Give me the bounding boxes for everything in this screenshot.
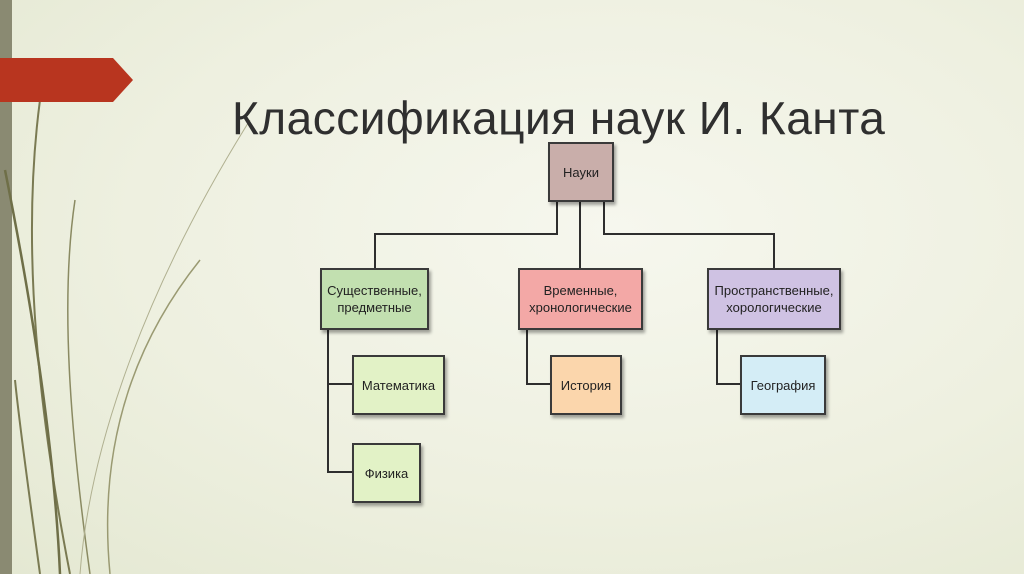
slide-title: Классификация наук И. Канта	[232, 91, 886, 144]
leaf-node-label: География	[750, 377, 816, 393]
root-node-label: Науки	[563, 164, 599, 180]
category-node-label: Пространственные, хорологические	[714, 283, 834, 315]
leaf-node-label: История	[560, 377, 612, 393]
left-sidebar-bar	[0, 0, 12, 574]
root-node-nauki: Науки	[548, 142, 614, 202]
title-accent-arrow	[0, 58, 133, 102]
leaf-node-physics: Физика	[352, 443, 421, 503]
category-node-label: Существенные, предметные	[327, 283, 422, 315]
decorative-grass	[3, 99, 251, 574]
leaf-node-label: Математика	[361, 377, 436, 393]
category-node-spatial: Пространственные, хорологические	[707, 268, 841, 330]
category-node-temporal: Временные, хронологические	[518, 268, 643, 330]
category-node-label: Временные, хронологические	[529, 283, 632, 315]
leaf-node-label: Физика	[364, 465, 409, 481]
leaf-node-geography: География	[740, 355, 826, 415]
leaf-node-history: История	[550, 355, 622, 415]
category-node-essential: Существенные, предметные	[320, 268, 429, 330]
leaf-node-mathematics: Математика	[352, 355, 445, 415]
